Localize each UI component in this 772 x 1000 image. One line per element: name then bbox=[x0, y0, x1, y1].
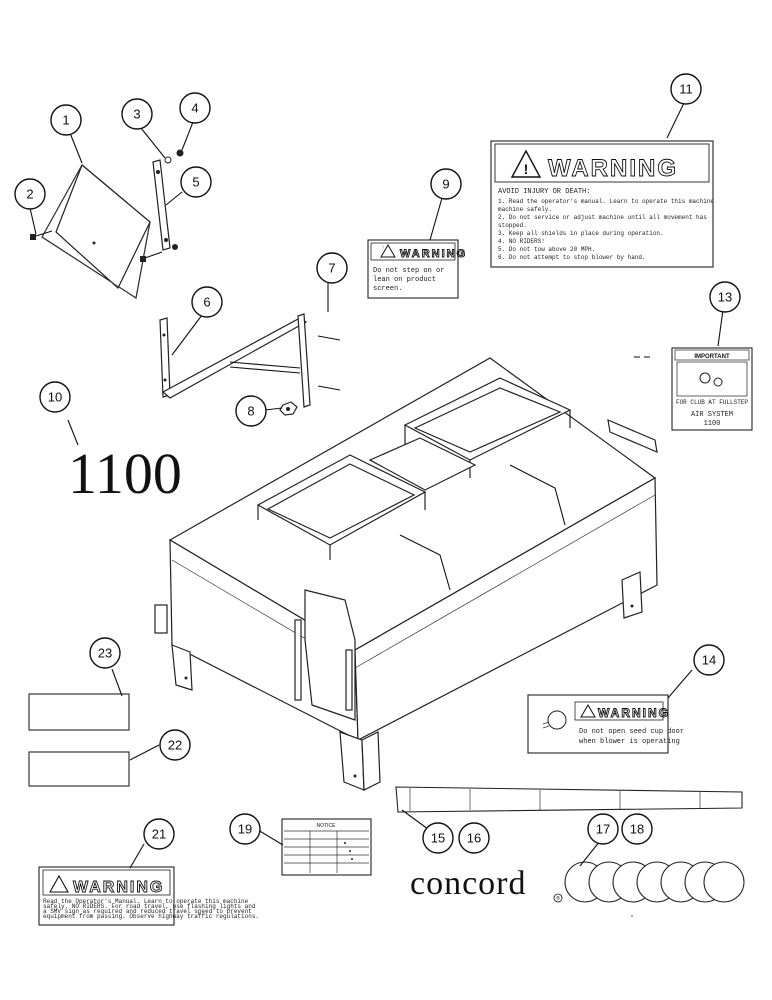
decal-11-line-4: stopped. bbox=[498, 222, 527, 229]
callout-number: 1 bbox=[62, 113, 69, 128]
decal-14-line-2: when blower is operating bbox=[579, 738, 680, 746]
decal-21-line-4: equipment from passing. Observe highway … bbox=[43, 913, 259, 920]
callout-number: 21 bbox=[152, 827, 166, 842]
callout-number: 9 bbox=[442, 177, 449, 192]
callout-18: 18 bbox=[621, 813, 653, 845]
callout-10: 10 bbox=[39, 381, 71, 413]
callout-23: 23 bbox=[89, 637, 121, 669]
smv-triangle-part bbox=[41, 164, 151, 299]
callout-number: 19 bbox=[238, 822, 252, 837]
bolt-part bbox=[30, 230, 53, 240]
callout-11: 11 bbox=[670, 73, 702, 105]
svg-text:!: ! bbox=[524, 161, 529, 177]
callout-number: 14 bbox=[702, 653, 716, 668]
callout-number: 17 bbox=[596, 822, 610, 837]
callout-number: 18 bbox=[630, 822, 644, 837]
callout-number: 7 bbox=[328, 261, 335, 276]
callout-3: 3 bbox=[121, 98, 153, 130]
lock-nut-part bbox=[279, 401, 298, 416]
warning-decal-9: ! WARNING Do not step on or lean on prod… bbox=[367, 239, 467, 299]
decal-11-line-2: machine safely. bbox=[498, 206, 552, 213]
support-arm-part bbox=[159, 313, 311, 408]
callout-14: 14 bbox=[693, 644, 725, 676]
callout-16: 16 bbox=[458, 822, 490, 854]
model-number-decal: 1100 bbox=[68, 441, 182, 506]
brand-decal: concord bbox=[410, 865, 527, 902]
decal-13-title: IMPORTANT bbox=[694, 354, 730, 360]
notice-decal-19: NOTICE bbox=[281, 818, 372, 876]
callout-2: 2 bbox=[14, 178, 46, 210]
nut-washer-parts bbox=[164, 149, 184, 250]
leader-lines bbox=[29, 102, 724, 869]
callout-19: 19 bbox=[229, 813, 261, 845]
callout-number: 2 bbox=[26, 187, 33, 202]
decal-9-line-2: lean on product bbox=[373, 276, 436, 284]
decal-11-line-5: 3. Keep all shields in place during oper… bbox=[498, 230, 664, 237]
decal-9-line-1: Do not step on or bbox=[373, 267, 444, 275]
callout-22: 22 bbox=[159, 729, 191, 761]
callout-number: 5 bbox=[192, 175, 199, 190]
blank-decal-22 bbox=[28, 751, 130, 787]
decal-11-line-6: 4. NO RIDERS! bbox=[498, 238, 545, 245]
callout-number: 16 bbox=[467, 831, 481, 846]
callout-number: 3 bbox=[133, 107, 140, 122]
blank-decal-23 bbox=[28, 693, 130, 731]
callout-number: 22 bbox=[168, 738, 182, 753]
callout-13: 13 bbox=[709, 281, 741, 313]
callout-number: 23 bbox=[98, 646, 112, 661]
decal-13-caption: FOR CLUB AT FULLSTEP bbox=[676, 399, 748, 406]
callout-7: 7 bbox=[316, 252, 348, 284]
decal-14-line-1: Do not open seed cup door bbox=[579, 728, 684, 736]
callout-number: 15 bbox=[431, 831, 445, 846]
callout-15: 15 bbox=[422, 822, 454, 854]
callout-number: 13 bbox=[718, 290, 732, 305]
hopper-assembly bbox=[154, 357, 658, 791]
decal-21-line-3: a SMV sign as required and reduced trave… bbox=[43, 908, 252, 915]
decal-21-line-1: Read the Operator's Manual. Learn to ope… bbox=[43, 898, 249, 905]
callout-number: 8 bbox=[247, 404, 254, 419]
callout-number: 6 bbox=[203, 295, 210, 310]
warning-decal-14: WARNING Do not open seed cup door when b… bbox=[527, 694, 684, 754]
decal-11-warning-word: WARNING bbox=[548, 155, 678, 182]
decal-11-line-3: 2. Do not service or adjust machine unti… bbox=[498, 214, 707, 221]
callout-1: 1 bbox=[50, 104, 82, 136]
decal-9-line-3: screen. bbox=[373, 285, 402, 293]
decal-21-warning-word: WARNING bbox=[73, 879, 164, 896]
callout-number: 11 bbox=[679, 82, 693, 97]
decal-13-line-2: 1100 bbox=[704, 420, 721, 428]
decal-9-warning-word: WARNING bbox=[400, 248, 467, 260]
decal-19-title: NOTICE bbox=[317, 823, 337, 829]
decal-13-line-1: AIR SYSTEM bbox=[691, 411, 733, 419]
warning-decal-21: WARNING Read the Operator's Manual. Lear… bbox=[38, 866, 259, 926]
callout-5: 5 bbox=[180, 166, 212, 198]
decal-21-line-2: safely. NO RIDERS. For road travel, use … bbox=[43, 903, 256, 910]
callout-6: 6 bbox=[191, 286, 223, 318]
reflector-discs-17-18 bbox=[564, 861, 745, 903]
reflective-stripe-15-16 bbox=[395, 786, 743, 813]
callout-17: 17 bbox=[587, 813, 619, 845]
mount-bracket-part bbox=[140, 159, 171, 262]
registered-mark: ® bbox=[556, 895, 560, 902]
warning-decal-11: ! WARNING AVOID INJURY OR DEATH: 1. Read… bbox=[490, 140, 714, 268]
decal-11-line-7: 5. Do not tow above 20 MPH. bbox=[498, 246, 595, 253]
decal-14-warning-word: WARNING bbox=[598, 706, 670, 720]
important-decal-13: IMPORTANT FOR CLUB AT FULLSTEP AIR SYSTE… bbox=[671, 347, 753, 431]
svg-text:!: ! bbox=[382, 244, 383, 249]
callout-number: 10 bbox=[48, 390, 62, 405]
callout-number: 4 bbox=[191, 101, 198, 116]
decal-11-line-8: 6. Do not attempt to stop blower by hand… bbox=[498, 254, 646, 261]
decal-11-line-1: 1. Read the operator's manual. Learn to … bbox=[498, 198, 714, 205]
callout-8: 8 bbox=[235, 395, 267, 427]
callout-21: 21 bbox=[143, 818, 175, 850]
handle-loop-part bbox=[317, 306, 372, 406]
callout-9: 9 bbox=[430, 168, 462, 200]
decal-11-heading: AVOID INJURY OR DEATH: bbox=[498, 188, 590, 196]
callout-4: 4 bbox=[179, 92, 211, 124]
